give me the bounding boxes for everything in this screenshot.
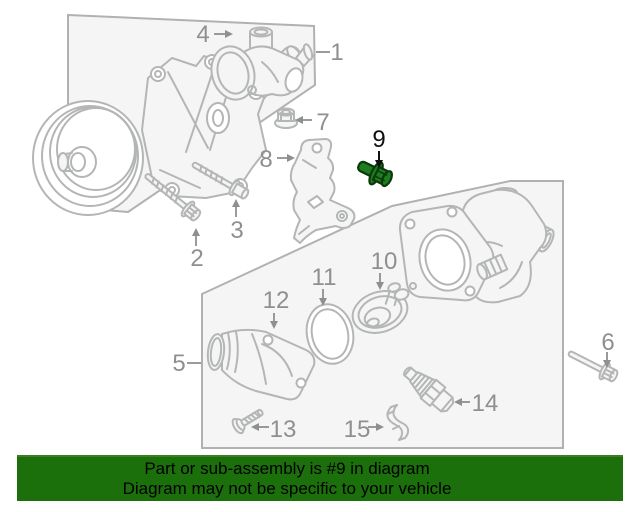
callout-3-label: 3 [230,217,243,244]
callout-15-label: 15 [344,416,371,443]
callout-9-label: 9 [372,126,385,153]
bolt-3-drawing [191,161,250,200]
callout-7-label: 7 [316,109,329,136]
flange-nut-drawing [274,107,298,129]
callout-8-label: 8 [259,146,272,173]
o-ring-drawing [305,303,355,365]
highlight-banner: Part or sub-assembly is #9 in diagram Di… [17,455,623,501]
callout-6-label: 6 [601,329,614,356]
callout-1-label: 1 [330,39,343,66]
retainer-clip-drawing [386,404,410,441]
callout-10-label: 10 [371,248,398,275]
coolant-sensor-drawing [403,366,455,413]
banner-line-2: Diagram may not be specific to your vehi… [122,479,452,498]
callout-5-label: 5 [172,350,185,377]
callouts: 1 2 3 4 5 6 7 8 9 10 11 12 13 [172,21,614,443]
banner-line-1: Part or sub-assembly is #9 in diagram [144,459,430,478]
thermostat-housing-upper-drawing [210,26,314,101]
mounting-bracket-drawing [289,138,356,244]
bolt-2-drawing [144,173,202,222]
callout-12-label: 12 [263,287,290,314]
bolt-6-drawing [567,350,619,383]
thermostat-housing-lower-drawing [398,187,555,304]
callout-11-label: 11 [312,264,337,291]
water-outlet-drawing [206,328,316,401]
highlighted-bolt-9-icon [357,160,393,188]
callout-4-label: 4 [196,21,209,48]
callout-13-label: 13 [270,416,297,443]
thermostat-drawing [351,282,410,334]
screw-13-drawing [231,408,264,435]
callout-14-label: 14 [472,390,499,417]
callout-2-label: 2 [190,245,203,272]
